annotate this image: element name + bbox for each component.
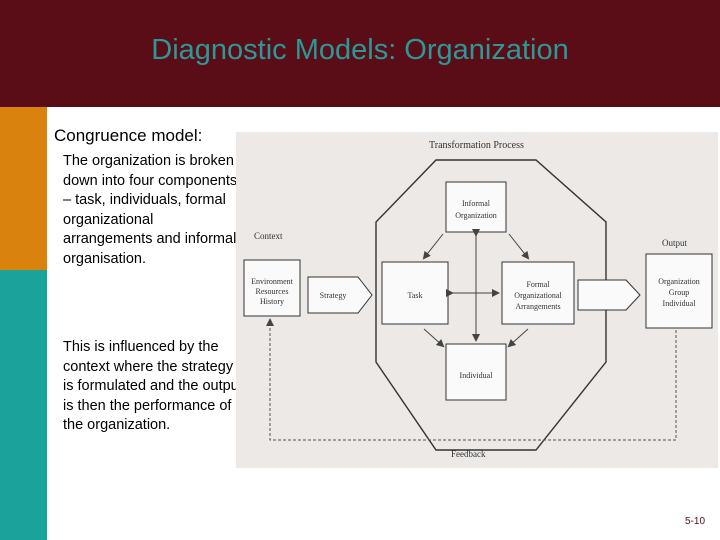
output-label: Output — [662, 238, 688, 248]
context-label: Context — [254, 231, 283, 241]
informal-organization-box — [445, 181, 507, 233]
congruence-diagram: Transformation Process Context Environme… — [243, 140, 713, 459]
feedback-loop — [266, 318, 677, 441]
page-number: 5-10 — [684, 516, 705, 527]
output-line-2: Group — [669, 288, 689, 297]
informal-line-2: Organization — [455, 211, 497, 220]
individual-box — [445, 343, 507, 401]
paragraph-influence: This is influenced by the context where … — [63, 339, 243, 433]
environment-line-3: History — [260, 297, 284, 306]
title-bar — [0, 0, 720, 107]
congruence-model-figure: Transformation Process Context Environme… — [236, 132, 718, 468]
environment-line-2: Resources — [256, 287, 289, 296]
output-arrow — [577, 279, 641, 311]
transformation-boundary — [375, 159, 607, 451]
strategy-label: Strategy — [320, 291, 347, 300]
component-arrows — [422, 229, 530, 348]
side-accent-orange — [0, 107, 47, 270]
bullet-icon: • — [31, 128, 36, 142]
output-box — [645, 253, 713, 329]
task-box — [381, 261, 449, 325]
formal-line-3: Arrangements — [515, 302, 560, 311]
side-accent-teal — [0, 270, 47, 540]
formal-line-1: Formal — [526, 280, 550, 289]
formal-line-2: Organizational — [514, 291, 562, 300]
bullet-heading: Congruence model: — [54, 126, 203, 145]
environment-box — [243, 259, 301, 317]
task-label: Task — [408, 291, 423, 300]
individual-label: Individual — [460, 371, 494, 380]
formal-arrangements-box — [501, 261, 575, 325]
strategy-arrow — [307, 276, 373, 314]
feedback-label: Feedback — [451, 449, 486, 459]
paragraph-description: The organization is broken down into fou… — [63, 153, 238, 267]
informal-line-1: Informal — [462, 199, 491, 208]
output-line-3: Individual — [663, 299, 697, 308]
environment-line-1: Environment — [251, 277, 294, 286]
slide-title: Diagnostic Models: Organization — [151, 34, 569, 66]
transformation-process-label: Transformation Process — [429, 140, 524, 151]
output-line-1: Organization — [658, 277, 700, 286]
